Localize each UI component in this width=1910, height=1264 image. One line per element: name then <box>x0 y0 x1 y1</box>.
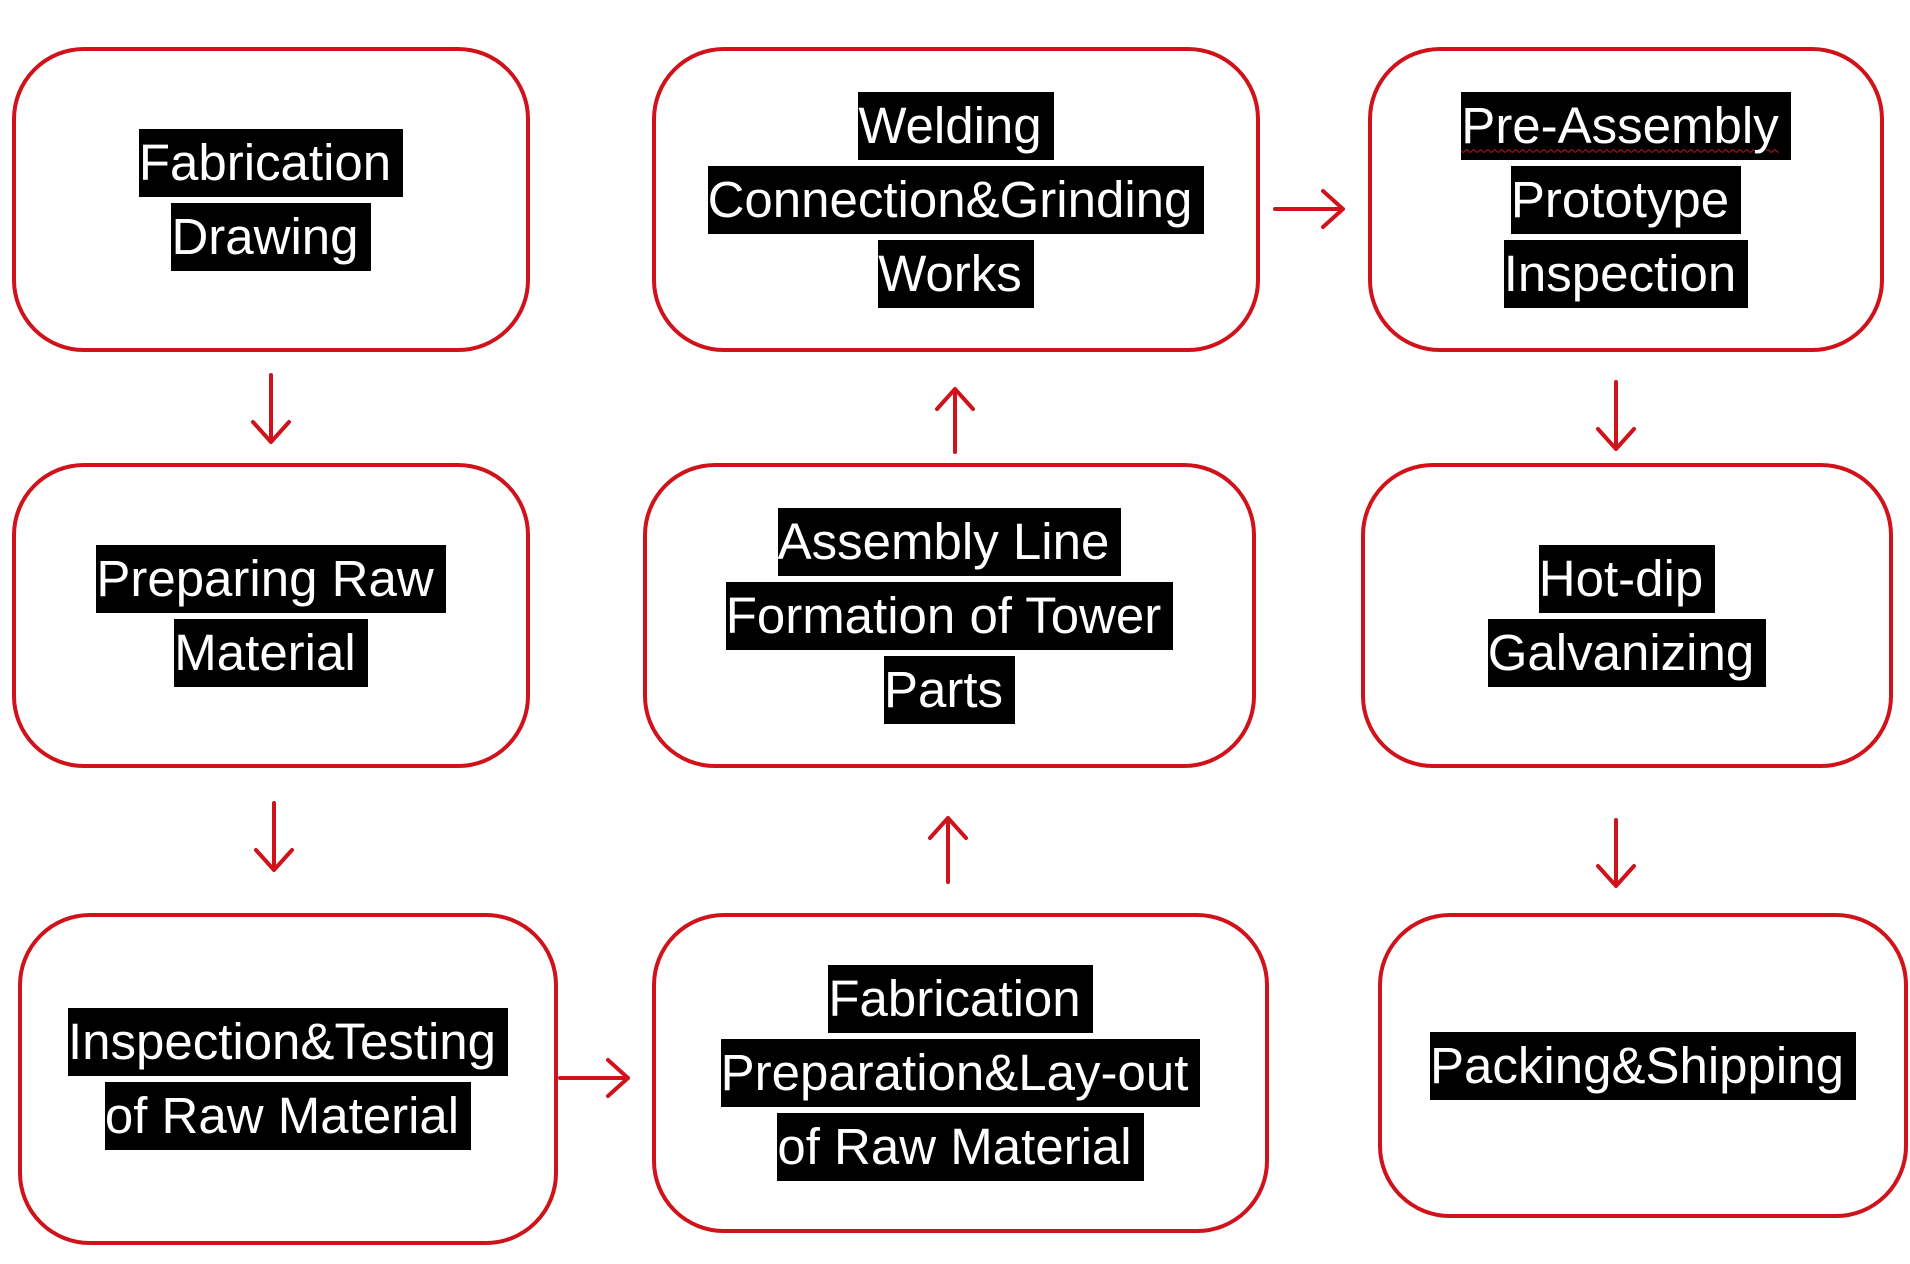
step-label-line: Formation of Tower <box>725 581 1174 650</box>
arrow-right-icon <box>1273 189 1345 229</box>
step-label: Hot-dip Galvanizing <box>1487 542 1767 690</box>
step-label-line: Galvanizing <box>1487 618 1767 687</box>
step-label-line: Preparation&Lay-out <box>720 1039 1201 1107</box>
step-pre-assembly: Pre-Assembly Prototype Inspection <box>1368 47 1884 352</box>
step-label: Fabrication Drawing <box>138 126 404 274</box>
step-preparing-raw-material: Preparing Raw Material <box>12 463 530 768</box>
arrow-down-icon <box>251 373 291 444</box>
step-label-line: Assembly Line <box>777 507 1122 576</box>
step-label-line: Drawing <box>171 202 371 271</box>
step-assembly-line: Assembly Line Formation of Tower Parts <box>643 463 1256 768</box>
step-label-line: Welding <box>858 91 1054 160</box>
step-label-line: Pre-Assembly <box>1461 91 1791 160</box>
step-label-line: Fabrication <box>138 128 404 197</box>
step-label: Assembly Line Formation of Tower Parts <box>725 505 1174 727</box>
arrow-up-icon <box>935 387 975 454</box>
step-packing-shipping: Packing&Shipping <box>1378 913 1908 1218</box>
arrow-down-icon <box>254 801 294 872</box>
step-label: Inspection&Testing of Raw Material <box>67 1005 509 1153</box>
step-label-line: Prototype <box>1510 165 1742 234</box>
step-label-line: Parts <box>883 655 1016 724</box>
step-label: Fabrication Preparation&Lay-out of Raw M… <box>720 962 1201 1184</box>
step-inspection-testing: Inspection&Testing of Raw Material <box>18 913 558 1245</box>
arrow-down-icon <box>1596 818 1636 888</box>
step-label-line: Hot-dip <box>1538 544 1716 613</box>
step-label-line: Fabrication <box>828 965 1093 1033</box>
step-label: Pre-Assembly Prototype Inspection <box>1461 89 1791 311</box>
step-label-line: Connection&Grinding <box>707 165 1205 234</box>
step-label-line: Preparing Raw <box>96 544 446 613</box>
step-welding: Welding Connection&Grinding Works <box>652 47 1260 352</box>
step-label: Preparing Raw Material <box>96 542 446 690</box>
step-label-line: Packing&Shipping <box>1430 1031 1856 1100</box>
step-label-line: of Raw Material <box>104 1082 472 1150</box>
step-label-line: Works <box>878 239 1034 308</box>
arrow-right-icon <box>558 1058 630 1098</box>
step-label-line: Material <box>174 618 368 687</box>
step-fabrication-drawing: Fabrication Drawing <box>12 47 530 352</box>
arrow-down-icon <box>1596 380 1636 451</box>
step-label-line: Inspection&Testing <box>67 1008 509 1076</box>
step-label: Packing&Shipping <box>1430 1029 1856 1103</box>
step-label: Welding Connection&Grinding Works <box>707 89 1205 311</box>
step-label-line: of Raw Material <box>777 1113 1144 1181</box>
step-fabrication-preparation: Fabrication Preparation&Lay-out of Raw M… <box>652 913 1269 1233</box>
step-label-line: Inspection <box>1503 239 1749 308</box>
arrow-up-icon <box>928 816 968 884</box>
step-hot-dip: Hot-dip Galvanizing <box>1361 463 1893 768</box>
